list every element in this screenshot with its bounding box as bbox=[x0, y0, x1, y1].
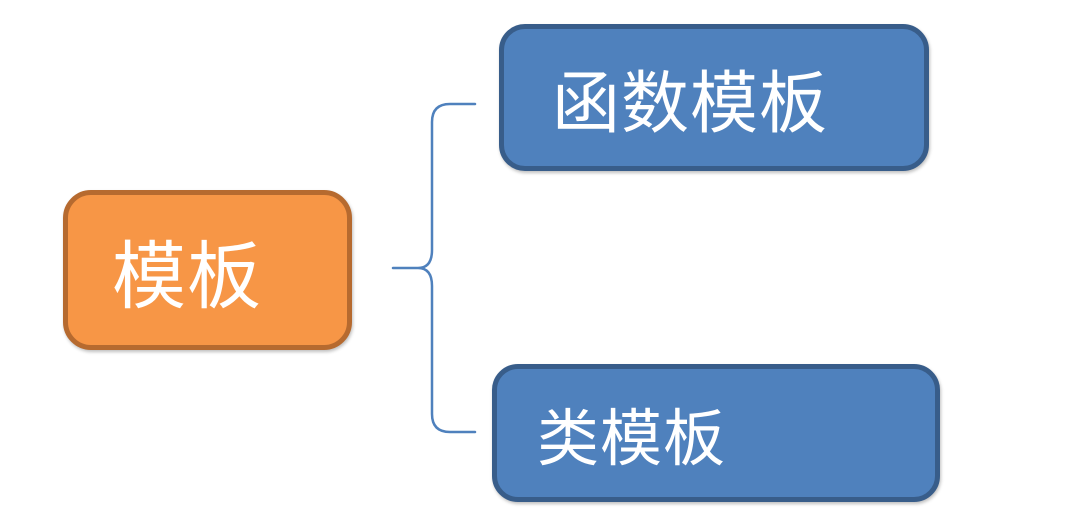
root-node: 模板 bbox=[63, 190, 352, 350]
bracket-connector-path bbox=[391, 102, 477, 434]
child-node-function-template: 函数模板 bbox=[499, 24, 929, 171]
child-node-label: 函数模板 bbox=[552, 65, 829, 144]
child-node-class-template: 类模板 bbox=[492, 364, 940, 502]
root-node-label: 模板 bbox=[112, 233, 262, 320]
child-node-label: 类模板 bbox=[537, 402, 727, 475]
